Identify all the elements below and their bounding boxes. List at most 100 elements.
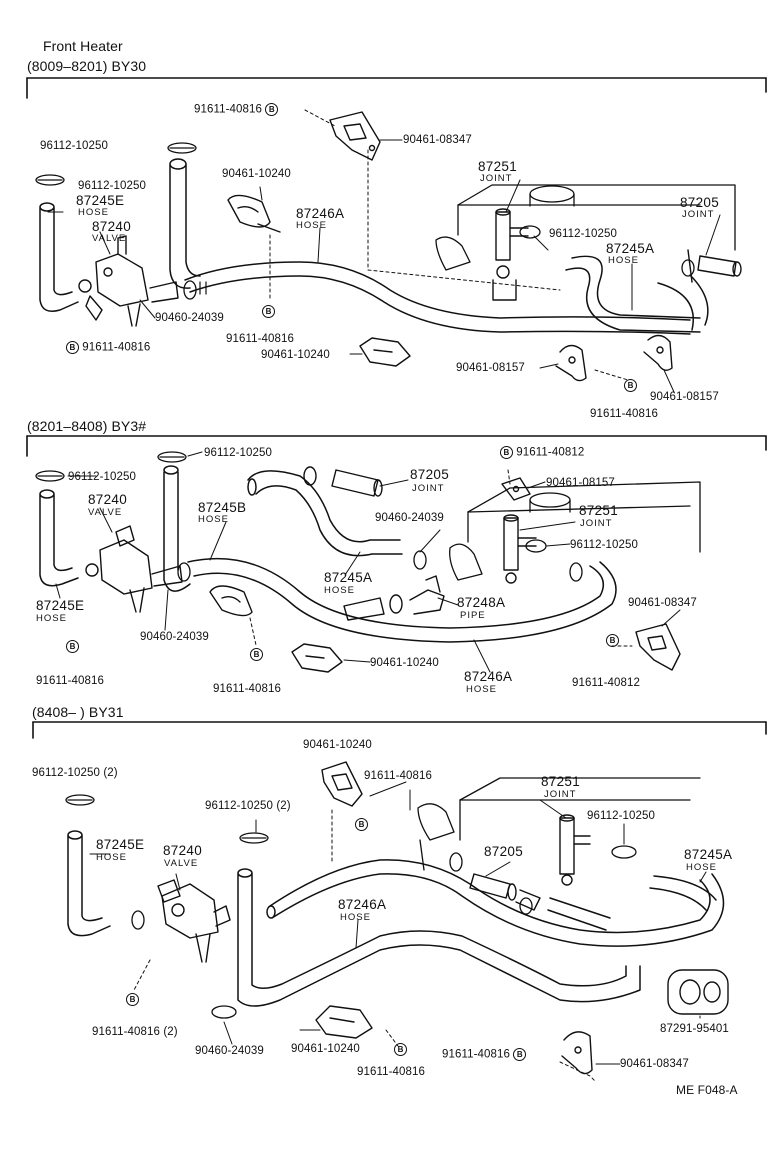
s2-label-87205: 87205	[410, 467, 450, 482]
bolt-mark: B	[265, 103, 279, 116]
s1-label-90461-08157-b: 90461-08157	[650, 391, 719, 403]
s2-pipe-87248A	[343, 575, 445, 621]
s1-label-90461-08347: 90461-08347	[403, 134, 472, 146]
s3-label-87245E-sub: HOSE	[96, 852, 127, 863]
s1-main-hose-87246A	[184, 261, 691, 335]
s3-label-96112-10250-a: 96112-10250 (2)	[32, 767, 118, 779]
s1-label-87245A-sub: HOSE	[608, 255, 639, 266]
s1-label-96112-10250-a: 96112-10250	[40, 140, 109, 152]
s1-clip-90461-10240-a	[227, 194, 281, 233]
s3-valve-87240	[157, 879, 231, 963]
s3-label-96112-10250-c: 96112-10250	[587, 810, 656, 822]
s2-label-87251-sub: JOINT	[580, 518, 613, 529]
bolt-mark: B	[513, 1048, 527, 1061]
s1-label-87245A: 87245A	[606, 241, 655, 256]
s3-label-96112-10250-b: 96112-10250 (2)	[205, 800, 291, 812]
s3-label-90461-10240-a: 90461-10240	[303, 739, 372, 751]
s1-label-90461-08157-a: 90461-08157	[456, 362, 525, 374]
s2-label-90461-08157: 90461-08157	[546, 477, 615, 489]
s3-clip-90461-10240-a	[321, 761, 363, 807]
s1-label-87245E: 87245E	[76, 193, 125, 208]
s3-label-91611-40816-c: 91611-40816	[357, 1066, 426, 1078]
s2-label-87245E-sub: HOSE	[36, 613, 67, 624]
s1-valve-87240	[78, 235, 179, 327]
s2-solid-leaders	[55, 451, 681, 673]
s2-hose-87245B	[163, 465, 191, 592]
section-3-range: (8408– ) BY31	[32, 704, 124, 720]
s2-label-87240-sub: VALVE	[88, 507, 123, 518]
s3-label-87246A-sub: HOSE	[340, 912, 371, 923]
s1-label-90461-10240-a: 90461-10240	[222, 168, 291, 180]
s2-label-87240: 87240	[88, 492, 128, 507]
s1-clip-90461-08157-a	[555, 344, 587, 382]
s2-label-96112-10250-c: 96112-10250	[570, 539, 639, 551]
s3-heater-core-box	[417, 777, 701, 871]
s3-bolt-mark-1: B	[355, 818, 368, 831]
s2-valve-87240	[85, 525, 183, 613]
s3-label-90461-08347: 90461-08347	[620, 1058, 689, 1070]
s3-clip-90461-10240-b	[315, 1005, 373, 1039]
s1-joint-87251	[492, 208, 529, 301]
s2-leaders	[249, 469, 633, 647]
s3-joint-87251	[559, 814, 591, 886]
section-2-bracket	[26, 435, 767, 457]
s2-heater-core-box	[449, 481, 701, 581]
s1-joint-87205	[687, 249, 742, 283]
s2-bolt-mark-3: B	[606, 634, 619, 647]
s1-label-87251-sub: JOINT	[480, 173, 513, 184]
bolt-mark: B	[66, 341, 79, 354]
s2-joint-87251	[503, 514, 537, 584]
s3-label-87205: 87205	[484, 844, 524, 859]
s2-label-87246A-sub: HOSE	[466, 684, 497, 695]
s1-label-96112-10250-b: 96112-10250	[78, 180, 147, 192]
s1-label-87245E-sub: HOSE	[78, 207, 109, 218]
figure-code: ME F048-A	[676, 1083, 738, 1097]
s1-label-91611-40816-d: 91611-40816	[590, 408, 659, 420]
s1-leaders	[269, 109, 629, 381]
s2-main-hose-87246A	[187, 557, 617, 643]
s2-label-87205-sub: JOINT	[412, 483, 445, 494]
s3-hose-87245E	[67, 830, 111, 937]
diagram-title: Front Heater	[43, 38, 123, 54]
s1-clip-90461-10240-b	[359, 337, 411, 367]
s2-label-90461-08347: 90461-08347	[628, 597, 697, 609]
s2-clip-90461-08347	[635, 623, 681, 671]
s3-label-87240-sub: VALVE	[164, 858, 199, 869]
s1-upper-hose	[169, 158, 201, 289]
s1-solid-leaders	[47, 139, 721, 393]
s2-label-87245A-sub: HOSE	[324, 585, 355, 596]
s1-label-96112-10250-c: 96112-10250	[549, 228, 618, 240]
s1-label-87205: 87205	[680, 195, 720, 210]
s2-label-91611-40812-b: 91611-40812	[572, 677, 641, 689]
s3-label-91611-40816-a: 91611-40816	[364, 770, 433, 782]
s3-joint-87205	[469, 873, 541, 911]
s1-heater-core-box	[435, 184, 736, 271]
s3-label-91611-40816-d: 91611-40816 B	[442, 1048, 527, 1061]
s3-label-87245E: 87245E	[96, 837, 145, 852]
s2-hose-87245A	[247, 470, 403, 557]
s3-bolt-mark-3: B	[394, 1043, 407, 1056]
s3-bolt-mark-2: B	[126, 993, 139, 1006]
s1-label-87246A: 87246A	[296, 206, 345, 221]
s2-label-96112-10250-b: 96112-10250	[68, 471, 137, 483]
section-1-bracket	[26, 77, 767, 99]
s1-clamps	[35, 142, 695, 300]
s1-bolt-mark: B	[262, 305, 275, 318]
s3-label-87251-sub: JOINT	[544, 789, 577, 800]
s2-clip-90461-08157	[501, 477, 531, 501]
s3-label-87245A-sub: HOSE	[686, 862, 717, 873]
s2-label-90461-10240: 90461-10240	[370, 657, 439, 669]
s2-label-90460-24039-a: 90460-24039	[375, 512, 444, 524]
s1-label-90460-24039: 90460-24039	[155, 312, 224, 324]
s3-label-87251: 87251	[541, 774, 581, 789]
s3-hose-87245A	[547, 875, 717, 931]
s2-label-91611-40816-a: 91611-40816	[36, 675, 105, 687]
section-2-range: (8201–8408) BY3#	[27, 418, 147, 434]
s2-label-96112-10250-a: 96112-10250	[204, 447, 273, 459]
s3-label-87291-95401: 87291-95401	[660, 1023, 729, 1035]
s1-label-87246A-sub: HOSE	[296, 220, 327, 231]
s3-grommet-87291-95401	[667, 969, 729, 1015]
s2-joint-87205	[303, 466, 383, 497]
s1-label-87240-sub: VALVE	[92, 233, 127, 244]
s2-label-87248A: 87248A	[457, 595, 506, 610]
